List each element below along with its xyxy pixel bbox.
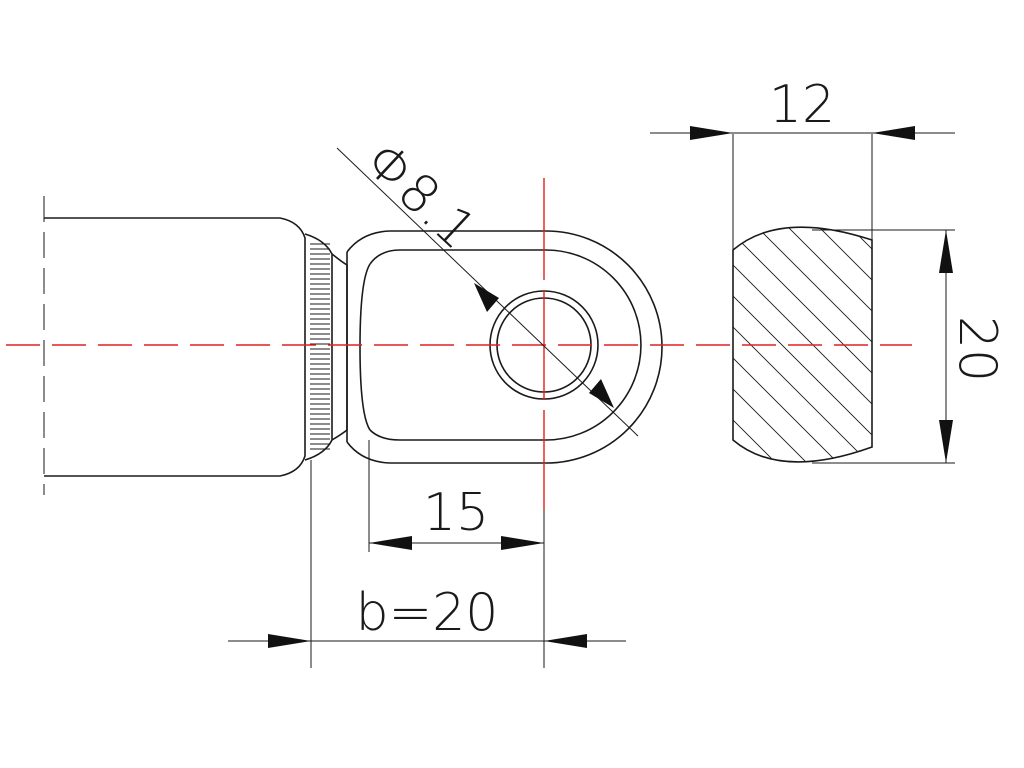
eye-inner-outline: [369, 249, 642, 441]
overall-arrow-right: [544, 634, 587, 648]
hatch-line: [733, 227, 872, 462]
hatch-line: [733, 227, 872, 462]
overall-arrow-left: [268, 634, 311, 648]
offset-arrow-right: [501, 536, 544, 550]
diameter-arrow-bottom: [589, 379, 614, 408]
height-arrow-top: [939, 230, 953, 273]
hatch-line: [733, 227, 872, 462]
hatch-line: [733, 227, 872, 462]
width-arrow-left: [690, 126, 733, 140]
overall-dimension: b=20: [228, 460, 626, 668]
collar-step: [331, 253, 348, 441]
collar-outline: [304, 233, 333, 461]
diameter-dimension: Φ8.1: [336, 131, 639, 437]
rod-body: [43, 196, 306, 495]
hatch-line: [733, 227, 872, 462]
section-hatching: [733, 227, 872, 462]
eye-outer-outline: [346, 230, 663, 464]
eye-end: [346, 230, 663, 464]
offset-label: 15: [423, 483, 489, 543]
centerlines: [6, 178, 912, 510]
knurl-hatching: [310, 243, 330, 450]
height-arrow-bottom: [939, 420, 953, 463]
height-dimension: 20: [812, 229, 1007, 464]
width-label: 12: [769, 75, 835, 135]
height-label: 20: [947, 316, 1007, 382]
diameter-arrow-top: [474, 283, 499, 312]
offset-arrow-left: [369, 536, 412, 550]
diameter-label: Φ8.1: [353, 131, 487, 262]
width-arrow-right: [872, 126, 915, 140]
section-view: [732, 226, 873, 463]
section-outline: [732, 226, 873, 463]
rod-end-chamfer: [279, 217, 306, 477]
hatch-line: [733, 227, 872, 462]
hatch-line: [733, 227, 872, 462]
eye-inner-curve: [359, 263, 371, 431]
offset-dimension: 15: [368, 440, 545, 552]
knurled-collar: [304, 233, 348, 461]
width-dimension: 12: [650, 75, 955, 250]
overall-label: b=20: [356, 583, 499, 643]
hatch-line: [733, 227, 872, 462]
hatch-line: [733, 227, 872, 462]
